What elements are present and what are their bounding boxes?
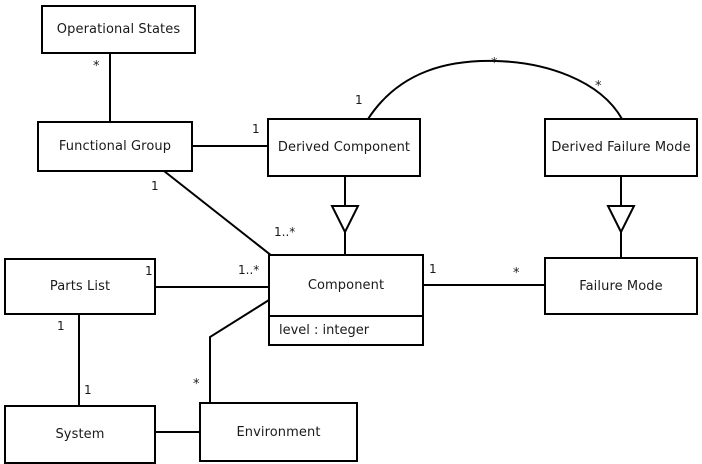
class-functional-group[interactable]: Functional Group xyxy=(37,121,193,172)
multiplicity-operational-states-functional-group: * xyxy=(93,59,100,74)
class-name-component: Component xyxy=(307,278,385,293)
class-name-system: System xyxy=(55,427,105,442)
class-name-parts-list: Parts List xyxy=(49,279,111,294)
generalization-triangle-failure-mode xyxy=(606,205,636,235)
multiplicity-functional-group-component: 1 xyxy=(151,179,159,193)
edge-environment-component xyxy=(209,299,270,402)
multiplicity-derived-failure-mode-arc: * xyxy=(595,79,602,94)
generalization-triangle-component xyxy=(330,205,360,235)
multiplicity-arc-apex: * xyxy=(491,56,498,71)
class-environment[interactable]: Environment xyxy=(199,402,358,462)
multiplicity-component-functional-group: 1..* xyxy=(274,225,296,239)
multiplicity-parts-list-system: 1 xyxy=(57,319,65,333)
class-derived-failure-mode[interactable]: Derived Failure Mode xyxy=(544,118,698,177)
multiplicity-derived-component-arc: 1 xyxy=(355,93,363,107)
class-name-derived-component: Derived Component xyxy=(277,140,411,155)
class-name-environment: Environment xyxy=(236,424,321,440)
edge-functional-group-component xyxy=(163,170,273,257)
multiplicity-environment-component: * xyxy=(193,377,200,392)
class-attribute-component-level: level : integer xyxy=(270,315,422,344)
multiplicity-functional-group-derived-component: 1 xyxy=(252,122,260,136)
class-name-derived-failure-mode: Derived Failure Mode xyxy=(551,140,691,155)
class-name-functional-group: Functional Group xyxy=(58,139,172,154)
class-operational-states[interactable]: Operational States xyxy=(41,5,196,54)
multiplicity-failure-mode-component: * xyxy=(513,266,520,281)
class-name-failure-mode: Failure Mode xyxy=(579,278,663,294)
multiplicity-component-failure-mode: 1 xyxy=(429,262,437,276)
class-derived-component[interactable]: Derived Component xyxy=(267,118,421,177)
class-system[interactable]: System xyxy=(4,405,156,464)
class-component[interactable]: Component level : integer xyxy=(268,254,424,346)
class-parts-list[interactable]: Parts List xyxy=(4,258,156,315)
class-name-operational-states: Operational States xyxy=(56,22,181,37)
class-failure-mode[interactable]: Failure Mode xyxy=(544,257,698,315)
multiplicity-component-parts-list: 1..* xyxy=(238,263,260,277)
multiplicity-parts-list-component: 1 xyxy=(145,264,153,278)
multiplicity-system-parts-list: 1 xyxy=(84,383,92,397)
